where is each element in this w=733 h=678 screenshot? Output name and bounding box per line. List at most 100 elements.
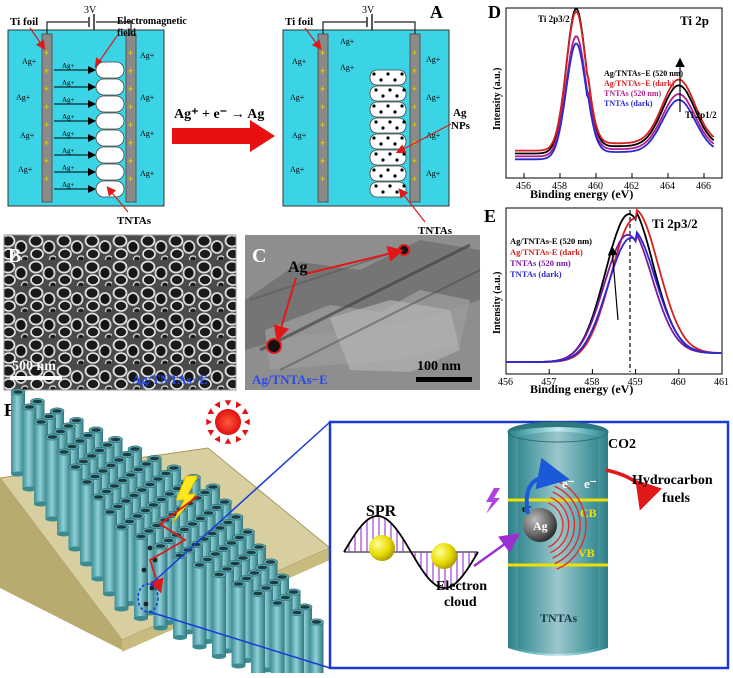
- nanotube-hole: [269, 580, 279, 585]
- nanotube-hole: [71, 418, 82, 423]
- voltage-left: 3V: [84, 5, 97, 16]
- nanotube-hole: [124, 519, 135, 524]
- tick-e-label: 458: [584, 377, 599, 388]
- nanotube-body: [270, 603, 285, 678]
- ag-np-dot: [400, 72, 404, 76]
- plot-e-legend: Ag/TNTAs-E (520 nm)Ag/TNTAs-E (dark)TNTA…: [510, 236, 592, 279]
- nanotube-hole: [13, 390, 23, 394]
- ag-np-dot: [402, 120, 406, 124]
- tntas-left-pointer: [106, 186, 129, 213]
- nanotube: [45, 433, 60, 522]
- tick-d-label: 466: [696, 181, 711, 192]
- nanotube-hole: [101, 489, 112, 494]
- ag-np-dot: [402, 88, 406, 92]
- nanotube-left: [95, 95, 125, 113]
- wire-right-a: [322, 21, 366, 34]
- tick-e-label: 459: [628, 377, 643, 388]
- plus-mark: +: [128, 174, 133, 184]
- nanotube-hole: [163, 538, 174, 543]
- nanotube-hole: [156, 497, 167, 502]
- lightning-icon: [171, 475, 199, 525]
- nanotube-hole: [238, 556, 248, 560]
- fuels-line1: Hydrocarbon: [632, 473, 713, 488]
- nanotube-hole: [280, 595, 291, 600]
- nanotube-hole: [211, 505, 222, 510]
- ag-ion-field: Ag+: [62, 164, 75, 172]
- sem-scale-label: 500 nm: [12, 359, 56, 374]
- nanotube-base: [153, 625, 168, 631]
- nanotube-hole: [226, 541, 237, 545]
- ag-np-dot: [379, 110, 383, 114]
- tick-d-label: 462: [624, 181, 639, 192]
- nanotube-left: [95, 61, 125, 79]
- nanotube-body: [103, 512, 117, 594]
- ag-np-dot: [400, 104, 404, 108]
- nanotube-hole: [215, 526, 225, 530]
- reaction-arrow: Ag⁺ + e⁻ → Ag: [172, 107, 275, 152]
- ag-np-dot: [386, 168, 390, 172]
- panel-a-label: A: [430, 2, 443, 22]
- tem-texture: [245, 240, 481, 372]
- nanotube-hole: [93, 495, 104, 499]
- ag-ion: Ag+: [292, 131, 307, 140]
- ag-np-dot: [372, 168, 376, 172]
- ag-np-dot: [393, 110, 397, 114]
- legend-d-item: TNTAs (dark): [604, 99, 653, 108]
- sem-scale-bar: [10, 376, 62, 380]
- plot-e-title: Ti 2p3/2: [652, 216, 698, 231]
- nanotube-hole: [144, 529, 154, 533]
- nanotube-body: [173, 555, 187, 638]
- ag-np-dot: [374, 88, 378, 92]
- ag-np-dot: [372, 72, 376, 76]
- wire-right-b: [374, 21, 416, 34]
- legend-e-item: TNTAs (520 nm): [510, 258, 571, 268]
- nanotube-left: [95, 180, 125, 198]
- nanotube-body: [251, 593, 265, 676]
- panel-f: F CB VB TNTAs Ag e⁻: [0, 388, 730, 678]
- nanotube-hole: [133, 467, 144, 472]
- legend-e-item: Ag/TNTAs-E (dark): [510, 247, 583, 257]
- nanotube-hole: [121, 499, 131, 503]
- legend-e-item: TNTAs (dark): [510, 269, 562, 279]
- sun-ray: [214, 435, 220, 443]
- tntas-right-pointer: [398, 188, 426, 223]
- nanotube: [192, 561, 207, 650]
- ag-np-dot: [400, 168, 404, 172]
- tntas-left: [95, 61, 125, 198]
- nanotube-hole: [32, 399, 43, 404]
- ag-np-dot: [388, 152, 392, 156]
- ag-np-dot: [374, 152, 378, 156]
- legend-e-item: Ag/TNTAs-E (520 nm): [510, 236, 592, 246]
- nanotube-right: [369, 149, 407, 166]
- sun-ray: [224, 438, 232, 444]
- nanotube-hole: [137, 488, 147, 492]
- nanotube-right: [369, 69, 407, 86]
- ag-np-dot: [386, 104, 390, 108]
- ag-ion-field: Ag+: [62, 62, 75, 70]
- nanotube-left: [95, 112, 125, 130]
- em-field-pointer: [94, 35, 118, 68]
- tem-ag-label: Ag: [288, 259, 308, 276]
- nanotube-base: [173, 635, 187, 640]
- nanotube-hole: [52, 409, 62, 413]
- nanotube-hole: [249, 571, 260, 575]
- ag-nanoparticle: [523, 508, 557, 542]
- nanotube-body: [34, 422, 48, 504]
- zoom-line-top: [149, 421, 331, 586]
- nanotube-hole: [24, 405, 35, 409]
- plot-e-trend-arrow: [607, 245, 619, 321]
- ag-ion: Ag+: [426, 169, 441, 178]
- voltage-right: 3V: [362, 5, 375, 16]
- nanotube-hole: [214, 572, 224, 577]
- nanotube-hole: [63, 424, 74, 428]
- nanotube-hole: [265, 560, 276, 564]
- nanotube-hole: [105, 510, 115, 514]
- ag-ion: Ag+: [140, 93, 155, 102]
- ag-np-dot: [402, 184, 406, 188]
- nanotube-hole: [98, 469, 108, 473]
- nanotube-hole: [136, 534, 146, 539]
- nanotube-hole: [254, 545, 264, 549]
- nanotube-base: [231, 663, 246, 669]
